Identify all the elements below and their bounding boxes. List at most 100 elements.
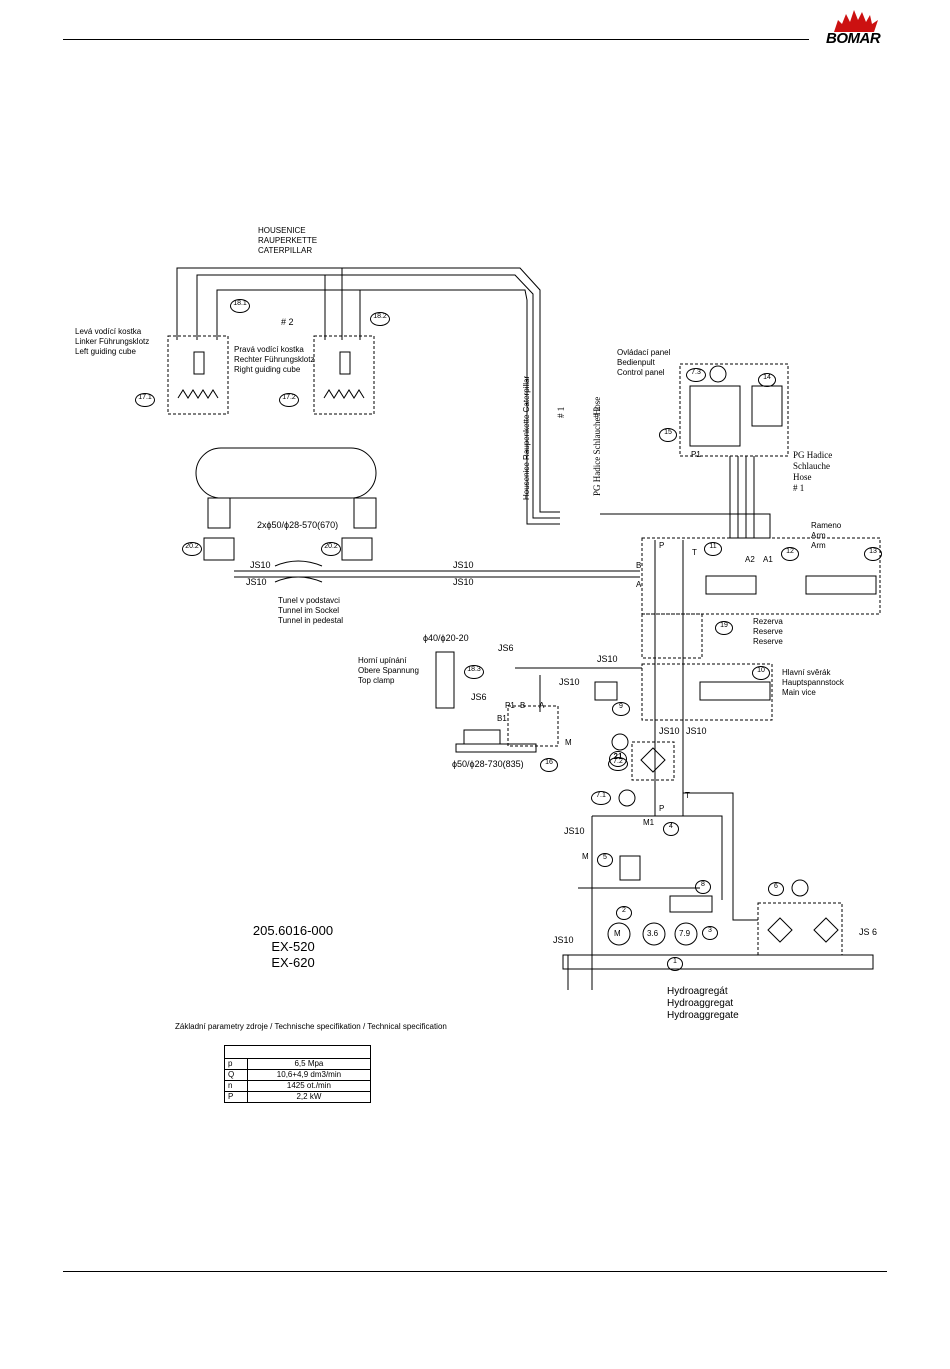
- pump-b-label: 7.9: [679, 929, 691, 938]
- js10-label-b: JS10: [246, 577, 267, 587]
- hash2-label: # 2: [281, 317, 294, 327]
- circle-9: 9: [612, 702, 630, 716]
- port-b1-label: B1: [497, 714, 507, 723]
- m-gauge-label: M: [565, 738, 572, 747]
- circle-13: 13: [864, 547, 882, 561]
- port-t-main-label: T: [685, 791, 690, 800]
- circle-18-3: 18.3: [464, 665, 484, 679]
- port-t-label: T: [692, 548, 697, 557]
- port-b-label: B: [636, 561, 642, 570]
- circle-2: 2: [616, 906, 632, 920]
- m-label: M: [582, 852, 589, 861]
- top-clamp-size-label: ϕ40/ϕ20-20: [423, 633, 469, 643]
- return-filter-block: [757, 902, 843, 956]
- circle-20-2-left: 20.2: [182, 542, 202, 556]
- js10-label-d: JS10: [453, 577, 474, 587]
- brand-name: BOMAR: [826, 30, 881, 47]
- caterpillar-lines: [176, 267, 560, 525]
- circle-20-2-right: 20.2: [321, 542, 341, 556]
- js6-label-c: JS 6: [859, 927, 878, 937]
- js6-label-a: JS6: [498, 643, 514, 653]
- circle-15: 15: [659, 428, 677, 442]
- circle-18-2: 18.2: [370, 312, 390, 326]
- js10-label-f: JS10: [559, 677, 580, 687]
- js10-label-g: JS10: [659, 726, 680, 736]
- spec-caption: Základní parametry zdroje / Technische s…: [175, 1022, 447, 1031]
- top-clamp-cylinder: [435, 651, 455, 709]
- vertical-hash2-label: # 2: [592, 406, 602, 418]
- circle-4: 4: [663, 822, 679, 836]
- js10-label-h: JS10: [686, 726, 707, 736]
- right-guiding-cube: [313, 335, 375, 415]
- main-cylinder-spec-label: ϕ50/ϕ28-730(835): [452, 759, 524, 769]
- filter-21: [631, 741, 675, 781]
- circle-19: 19: [715, 621, 733, 635]
- circle-5: 5: [597, 853, 613, 867]
- circle-14: 14: [758, 373, 776, 387]
- motor-circle: [607, 922, 631, 946]
- port-a-clamp-label: A: [539, 701, 545, 710]
- arm-valve-block: [641, 537, 881, 615]
- m1-label: M1: [643, 818, 655, 827]
- circle-8: 8: [695, 880, 711, 894]
- circle-18-1: 18.1: [230, 299, 250, 313]
- spec-header-row: [224, 1045, 371, 1059]
- circle-21: 21: [609, 751, 627, 767]
- pump-b-circle: [674, 922, 698, 946]
- circle-11: 11: [704, 542, 722, 556]
- js6-label-b: JS6: [471, 692, 487, 702]
- header-rule: [63, 39, 809, 40]
- circle-10: 10: [752, 666, 770, 680]
- circle-17-1: 17.1: [135, 393, 155, 407]
- js10-label-i: JS10: [564, 826, 585, 836]
- vertical-hash1-label: # 1: [556, 406, 566, 418]
- js10-label-e: JS10: [597, 654, 618, 664]
- tank-rect: [562, 954, 874, 970]
- port-p1-label: P1: [691, 450, 701, 459]
- pump-a-label: 3.6: [647, 929, 659, 938]
- circle-1: 1: [667, 957, 683, 971]
- port-p-label: P: [659, 541, 665, 550]
- footer-rule: [63, 1271, 887, 1272]
- bomar-logo-icon: [834, 10, 878, 32]
- cylinder-spec-label: 2xϕ50/ϕ28-570(670): [257, 520, 339, 530]
- circle-3: 3: [702, 926, 718, 940]
- port-a1-label: A1: [763, 555, 773, 564]
- circle-7-3: 7.3: [686, 368, 706, 382]
- port-p-main-label: P: [659, 804, 665, 813]
- motor-label: M: [614, 929, 621, 938]
- pedestal: [195, 447, 377, 499]
- left-guiding-cube: [167, 335, 229, 415]
- port-p1-clamp-label: P1: [505, 701, 515, 710]
- js10-label-c: JS10: [453, 560, 474, 570]
- main-vice-block: [641, 663, 773, 721]
- circle-6: 6: [768, 882, 784, 896]
- vertical-caterpillar-label: Housenice Raupenkette Caterpillar: [522, 375, 531, 500]
- js10-label-a: JS10: [250, 560, 271, 570]
- port-a-label: A: [636, 580, 642, 589]
- circle-7-1: 7.1: [591, 791, 611, 805]
- pump-a-circle: [642, 922, 666, 946]
- js10-label-j: JS10: [553, 935, 574, 945]
- circle-17-2: 17.2: [279, 393, 299, 407]
- circle-16: 16: [540, 758, 558, 772]
- port-b-clamp-label: B: [520, 701, 526, 710]
- reserve-block: [641, 613, 703, 659]
- circle-12: 12: [781, 547, 799, 561]
